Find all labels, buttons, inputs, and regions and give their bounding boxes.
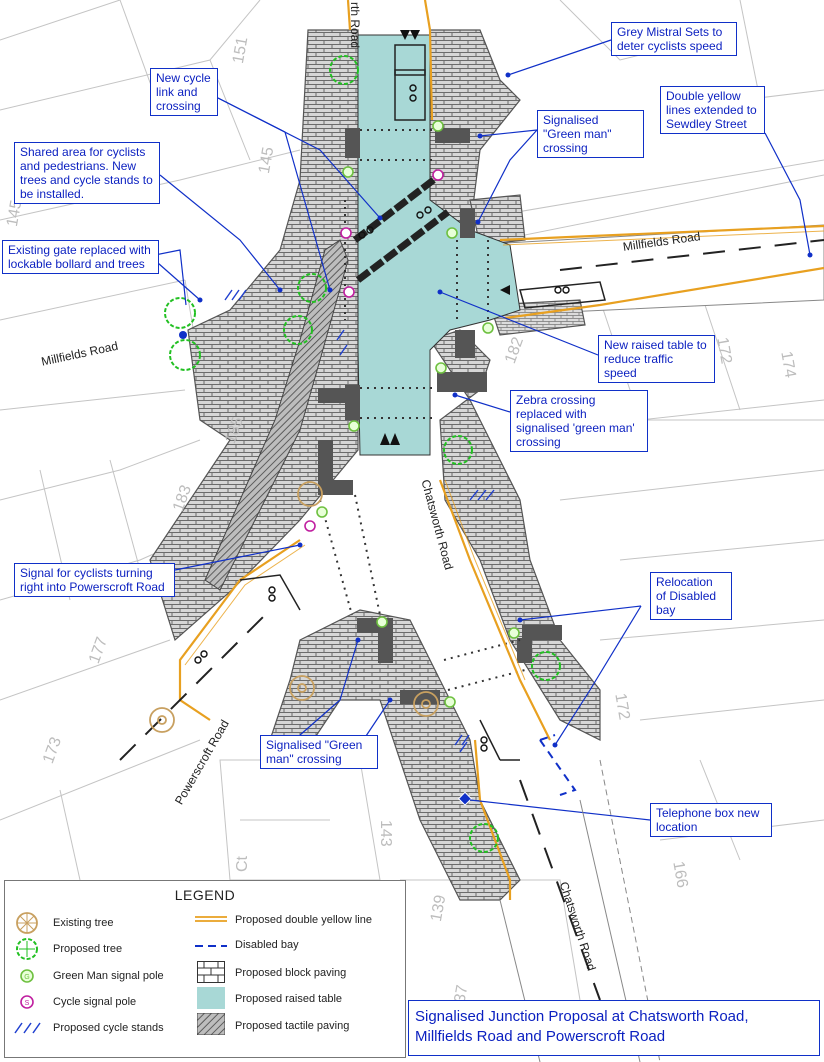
callout-signalised-green-top: Signalised "Green man" crossing xyxy=(537,110,644,158)
green-man-pole-icon: G xyxy=(20,969,34,983)
legend-green-man-pole: Green Man signal pole xyxy=(53,970,164,982)
callout-zebra: Zebra crossing replaced with signalised … xyxy=(510,390,648,452)
legend-block-paving: Proposed block paving xyxy=(235,967,347,979)
telephone-box-marker xyxy=(457,791,473,806)
callout-shared-area: Shared area for cyclists and pedestrians… xyxy=(14,142,160,204)
callout-relocation: Relocation of Disabled bay xyxy=(650,572,732,620)
callout-raised-table: New raised table to reduce traffic speed xyxy=(598,335,715,383)
cycle-stands xyxy=(224,289,495,753)
legend-double-yellow-line: Proposed double yellow line xyxy=(235,914,372,926)
callout-double-yellow: Double yellow lines extended to Sewdley … xyxy=(660,86,765,134)
leader-lines xyxy=(149,39,811,821)
cycle-crossing-bars xyxy=(352,172,451,283)
title-line-2: Millfields Road and Powerscroft Road xyxy=(415,1028,666,1045)
legend-tactile-paving: Proposed tactile paving xyxy=(235,1020,350,1032)
bollard-marker xyxy=(179,331,187,339)
property-outlines xyxy=(0,0,824,1001)
drawing-title: Signalised Junction Proposal at Chatswor… xyxy=(408,1000,820,1056)
callout-telephone-box: Telephone box new location xyxy=(650,803,772,837)
centre-lines xyxy=(119,239,824,1001)
legend-existing-tree: Existing tree xyxy=(53,917,114,929)
legend-proposed-tree: Proposed tree xyxy=(53,943,123,955)
title-line-1: Signalised Junction Proposal at Chatswor… xyxy=(415,1008,749,1025)
disabled-bay-icon xyxy=(195,945,227,947)
legend-raised-table: Proposed raised table xyxy=(235,993,343,1005)
leader-dots xyxy=(197,72,813,748)
legend-disabled-bay: Disabled bay xyxy=(235,939,299,951)
cycle-signal-poles xyxy=(304,169,444,532)
proposed-tree-icon xyxy=(16,938,38,960)
yellow-lines-inner xyxy=(184,230,824,681)
tactile-paving-icon xyxy=(197,1013,225,1035)
callout-new-cycle-link: New cycle link and crossing xyxy=(150,68,218,116)
yellow-lines xyxy=(178,0,824,900)
road-label-chatsworth-top: rth Road xyxy=(348,2,362,49)
existing-trees xyxy=(149,481,439,733)
green-pole-letter: G xyxy=(24,974,29,981)
callout-signal-cyclists: Signal for cyclists turning right into P… xyxy=(14,563,175,597)
legend: LEGEND Existing tree Proposed tree G Gre… xyxy=(4,880,406,1058)
proposed-trees xyxy=(164,55,561,853)
kerb-blocks xyxy=(318,128,562,704)
legend-title: LEGEND xyxy=(174,887,236,903)
crossing-dots xyxy=(319,129,526,691)
parking-bays xyxy=(239,44,606,761)
house-number: 143 xyxy=(377,820,394,847)
block-paving xyxy=(149,29,601,901)
callout-existing-gate: Existing gate replaced with lockable bol… xyxy=(2,240,159,274)
legend-cycle-stands: Proposed cycle stands xyxy=(53,1022,164,1034)
block-paving-icon xyxy=(197,961,225,983)
cycle-stands-icon xyxy=(14,1022,41,1034)
raised-table xyxy=(357,34,521,456)
raised-table-icon xyxy=(197,987,225,1009)
green-man-poles xyxy=(316,120,520,708)
disabled-bay xyxy=(539,734,577,796)
cycle-signal-pole-icon: S xyxy=(20,995,34,1009)
give-way-triangles xyxy=(380,30,510,445)
double-yellow-line-icon xyxy=(195,916,227,922)
cycle-symbols xyxy=(194,84,570,752)
existing-tree-icon xyxy=(16,912,38,934)
callout-grey-sets: Grey Mistral Sets to deter cyclists spee… xyxy=(611,22,737,56)
callout-signalised-green-bottom: Signalised "Green man" crossing xyxy=(260,735,378,769)
legend-cycle-signal-pole: Cycle signal pole xyxy=(53,996,137,1008)
house-number: Ct xyxy=(234,856,251,872)
cycle-pole-letter: S xyxy=(25,1000,30,1007)
